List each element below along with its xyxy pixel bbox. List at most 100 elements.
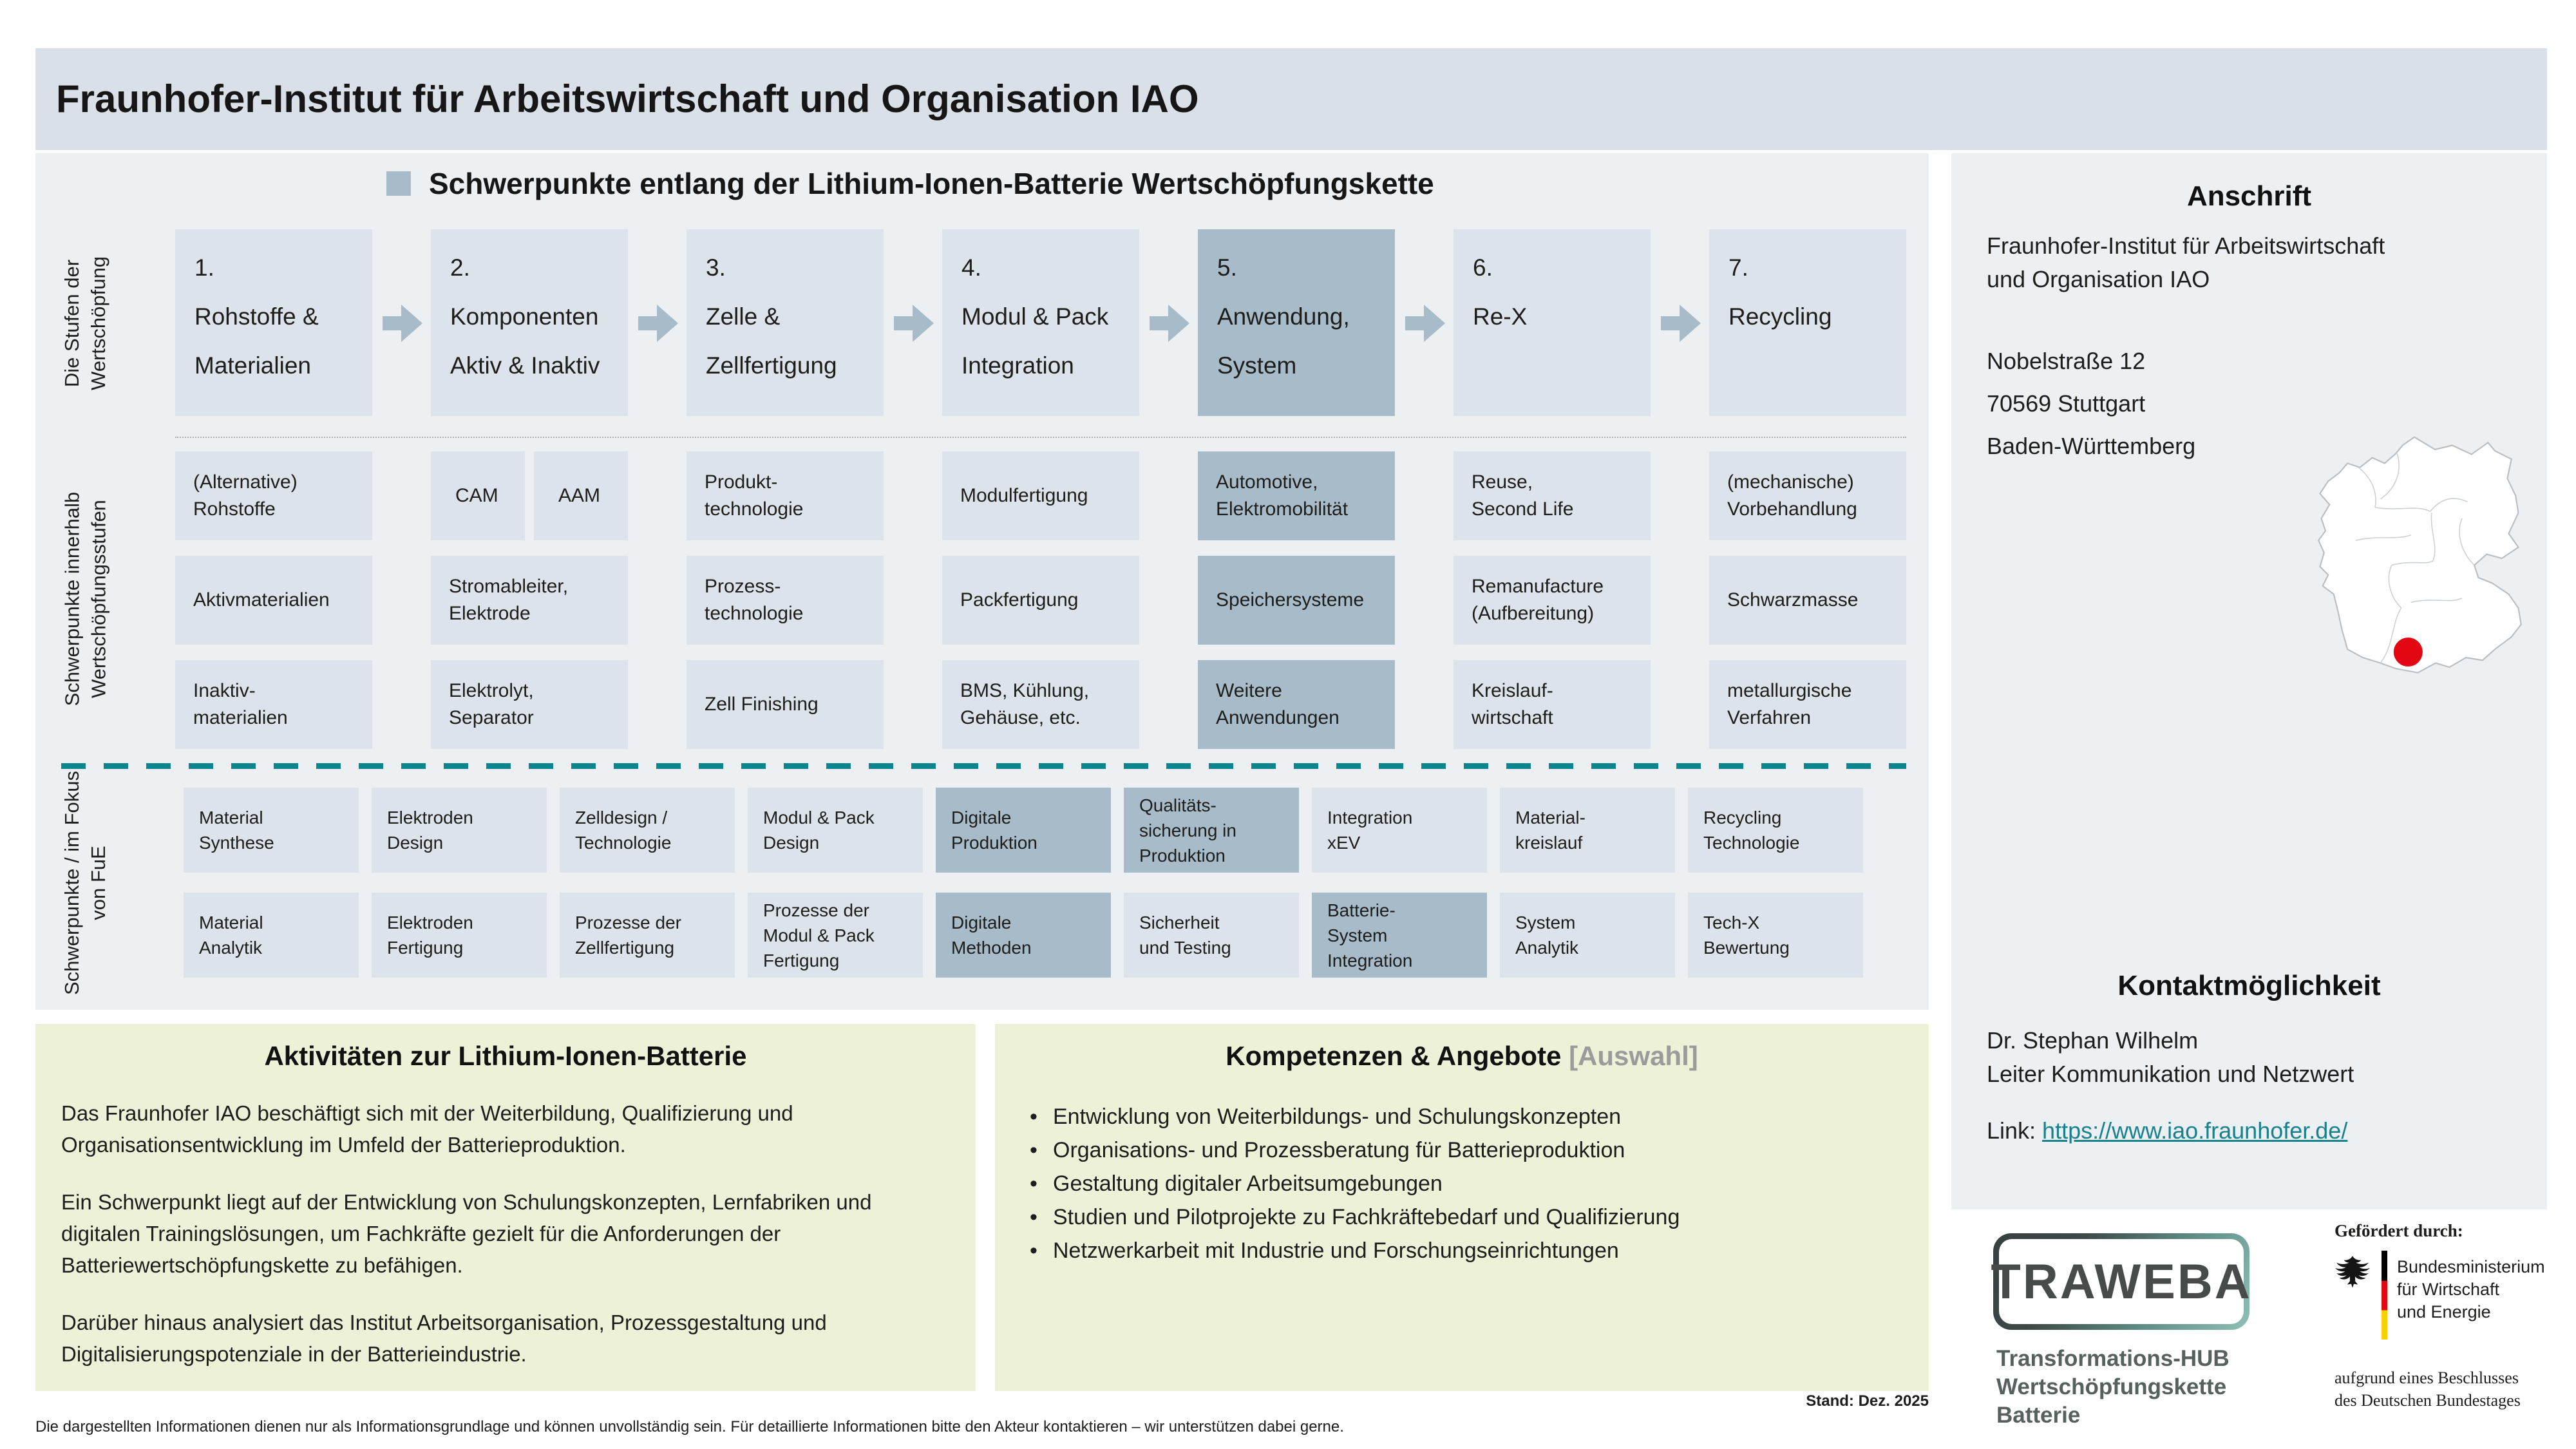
funded-by-label: Gefördert durch:: [2334, 1221, 2463, 1240]
traweba-caption: Transformations-HUB Wertschöpfungskette …: [1996, 1346, 2230, 1428]
subtopic-box: Zell Finishing: [687, 660, 884, 749]
arrow-right-icon: [894, 305, 934, 342]
value-chain-panel: Schwerpunkte entlang der Lithium-Ionen-B…: [35, 153, 1929, 1010]
subtopic-box: Kreislauf-wirtschaft: [1454, 660, 1651, 749]
axis-label-stages: Die Stufen der Wertschöpfung: [61, 256, 109, 390]
state-borders: [2355, 453, 2475, 664]
arrow-right-icon: [383, 305, 422, 342]
list-item: Gestaltung digitaler Arbeitsumgebungen: [1030, 1167, 1903, 1200]
fue-box: Material-kreislauf: [1500, 788, 1675, 873]
version-date: Stand: Dez. 2025: [1806, 1392, 1929, 1410]
axis-label-fue: Schwerpunkte / im Fokus von FuE: [61, 770, 109, 996]
subtopic-box-cam: CAM: [431, 451, 525, 540]
subtopic-box-aam: AAM: [534, 451, 628, 540]
stage-box-5: 5. Anwendung, System: [1198, 229, 1395, 416]
subtopic-box: Remanufacture(Aufbereitung): [1454, 556, 1651, 645]
teal-dashed-divider: [61, 763, 1906, 769]
anschrift-title: Anschrift: [2186, 180, 2312, 212]
stage-box-6: 6. Re-X: [1454, 229, 1651, 416]
list-item: Organisations- und Prozessberatung für B…: [1030, 1133, 1903, 1167]
traweba-logo: TRAWEBA: [1991, 1233, 2252, 1330]
competences-title-suffix: [Auswahl]: [1569, 1041, 1698, 1071]
activities-title: Aktivitäten zur Lithium-Ionen-Batterie: [264, 1041, 747, 1071]
activities-paragraph: Das Fraunhofer IAO beschäftigt sich mit …: [61, 1101, 793, 1157]
location-marker: [2393, 638, 2423, 667]
stage-box-3: 3. Zelle & Zellfertigung: [687, 229, 884, 416]
arrow-right-icon: [1405, 305, 1445, 342]
subtopic-box: Speichersysteme: [1198, 556, 1395, 645]
sidebar-panel: Anschrift Fraunhofer-Institut für Arbeit…: [1951, 153, 2547, 1209]
subtopic-box: Packfertigung: [942, 556, 1139, 645]
competences-list: Entwicklung von Weiterbildungs- und Schu…: [1021, 1100, 1903, 1267]
subtopic-box: (mechanische)Vorbehandlung: [1709, 451, 1906, 540]
subtopic-box: Modulfertigung: [942, 451, 1139, 540]
street: Nobelstraße 12: [1987, 348, 2146, 374]
title-band: Fraunhofer-Institut für Arbeitswirtschaf…: [35, 48, 2547, 150]
activities-paragraph: Ein Schwerpunkt liegt auf der Entwicklun…: [61, 1190, 872, 1277]
activities-panel: Aktivitäten zur Lithium-Ionen-Batterie D…: [35, 1024, 976, 1391]
subtopic-box: BMS, Kühlung,Gehäuse, etc.: [942, 660, 1139, 749]
list-item: Studien und Pilotprojekte zu Fachkräfteb…: [1030, 1200, 1903, 1234]
federal-eagle-icon: [2335, 1256, 2370, 1288]
subtopic-box: Produkt-technologie: [687, 451, 884, 540]
list-item: Netzwerkarbeit mit Industrie und Forschu…: [1030, 1234, 1903, 1267]
state: Baden-Württemberg: [1987, 433, 2196, 459]
ministry-name: Bundesministerium für Wirtschaft und Ene…: [2397, 1257, 2545, 1321]
traweba-wordmark: TRAWEBA: [1991, 1254, 2252, 1309]
subtopic-box: Stromableiter,Elektrode: [431, 556, 628, 645]
tricolor-bar-icon: [2382, 1251, 2387, 1340]
subtopic-box: Schwarzmasse: [1709, 556, 1906, 645]
anschrift-org: Fraunhofer-Institut für Arbeitswirtschaf…: [1987, 232, 2385, 292]
website-link[interactable]: https://www.iao.fraunhofer.de/: [2042, 1117, 2348, 1144]
stage-box-1: 1. Rohstoffe & Materialien: [175, 229, 372, 416]
dotted-divider: [175, 437, 1906, 438]
subtopic-box: Aktivmaterialien: [175, 556, 372, 645]
axis-label-subtopics: Schwerpunkte innerhalb Wertschöpfungsstu…: [61, 491, 110, 706]
city: 70569 Stuttgart: [1987, 390, 2146, 417]
subtopic-box: Elektrolyt,Separator: [431, 660, 628, 749]
arrow-right-icon: [638, 305, 678, 342]
kontakt-title: Kontaktmöglichkeit: [2117, 970, 2381, 1001]
stage-box-7: 7. Recycling: [1709, 229, 1906, 416]
section-header: Schwerpunkte entlang der Lithium-Ionen-B…: [386, 166, 1434, 201]
competences-title: Kompetenzen & Angebote [Auswahl]: [1226, 1041, 1698, 1071]
section-title: Schwerpunkte entlang der Lithium-Ionen-B…: [429, 167, 1434, 200]
contact-role: Leiter Kommunikation und Netzwert: [1987, 1061, 2354, 1087]
contact-name: Dr. Stephan Wilhelm: [1987, 1027, 2199, 1054]
subtopic-box: Prozess-technologie: [687, 556, 884, 645]
legend-square-icon: [386, 171, 411, 196]
stage-box-2: 2. Komponenten Aktiv & Inaktiv: [431, 229, 628, 416]
anschrift-address: Nobelstraße 12 70569 Stuttgart Baden-Wür…: [1987, 340, 2195, 468]
activities-paragraph: Darüber hinaus analysiert das Institut A…: [61, 1311, 827, 1366]
list-item: Entwicklung von Weiterbildungs- und Schu…: [1030, 1100, 1903, 1133]
subtopic-box: Inaktiv-materialien: [175, 660, 372, 749]
germany-map: [2318, 436, 2522, 674]
arrow-right-icon: [1661, 305, 1701, 342]
kontakt-person: Dr. Stephan Wilhelm Leiter Kommunikation…: [1987, 1024, 2354, 1091]
subtopic-box: (Alternative)Rohstoffe: [175, 451, 372, 540]
kontakt-link-row: Link: https://www.iao.fraunhofer.de/: [1987, 1114, 2347, 1148]
disclaimer: Die dargestellten Informationen dienen n…: [35, 1418, 1344, 1435]
page-title: Fraunhofer-Institut für Arbeitswirtschaf…: [56, 77, 1199, 120]
link-label: Link:: [1987, 1117, 2043, 1144]
funded-note: aufgrund eines Beschlusses des Deutschen…: [2334, 1368, 2521, 1410]
arrow-right-icon: [1150, 305, 1189, 342]
subtopic-box: Automotive,Elektromobilität: [1198, 451, 1395, 540]
